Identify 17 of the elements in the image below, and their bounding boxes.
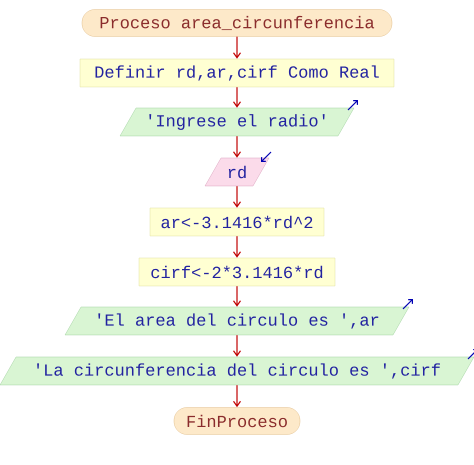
output-parallelogram: 'El area del circulo es ',ar <box>64 306 410 336</box>
output-parallelogram: 'Ingrese el radio' <box>120 108 354 136</box>
process-box: Definir rd,ar,cirf Como Real <box>80 58 394 88</box>
arrow <box>233 236 241 258</box>
arrow <box>233 286 241 307</box>
arrow <box>233 36 241 59</box>
arrow <box>233 136 241 158</box>
process-box: ar<-3.1416*rd^2 <box>150 208 324 236</box>
arrow <box>233 385 241 408</box>
terminal-box: Proceso area_circunferencia <box>82 9 392 37</box>
arrow <box>233 87 241 108</box>
process-box: cirf<-2*3.1416*rd <box>138 258 336 286</box>
arrow <box>233 335 241 357</box>
arrow <box>233 186 241 208</box>
terminal-box: FinProceso <box>174 407 300 435</box>
output-parallelogram: 'La circunferencia del circulo es ',cirf <box>0 356 474 386</box>
input-parallelogram: rd <box>204 158 270 186</box>
